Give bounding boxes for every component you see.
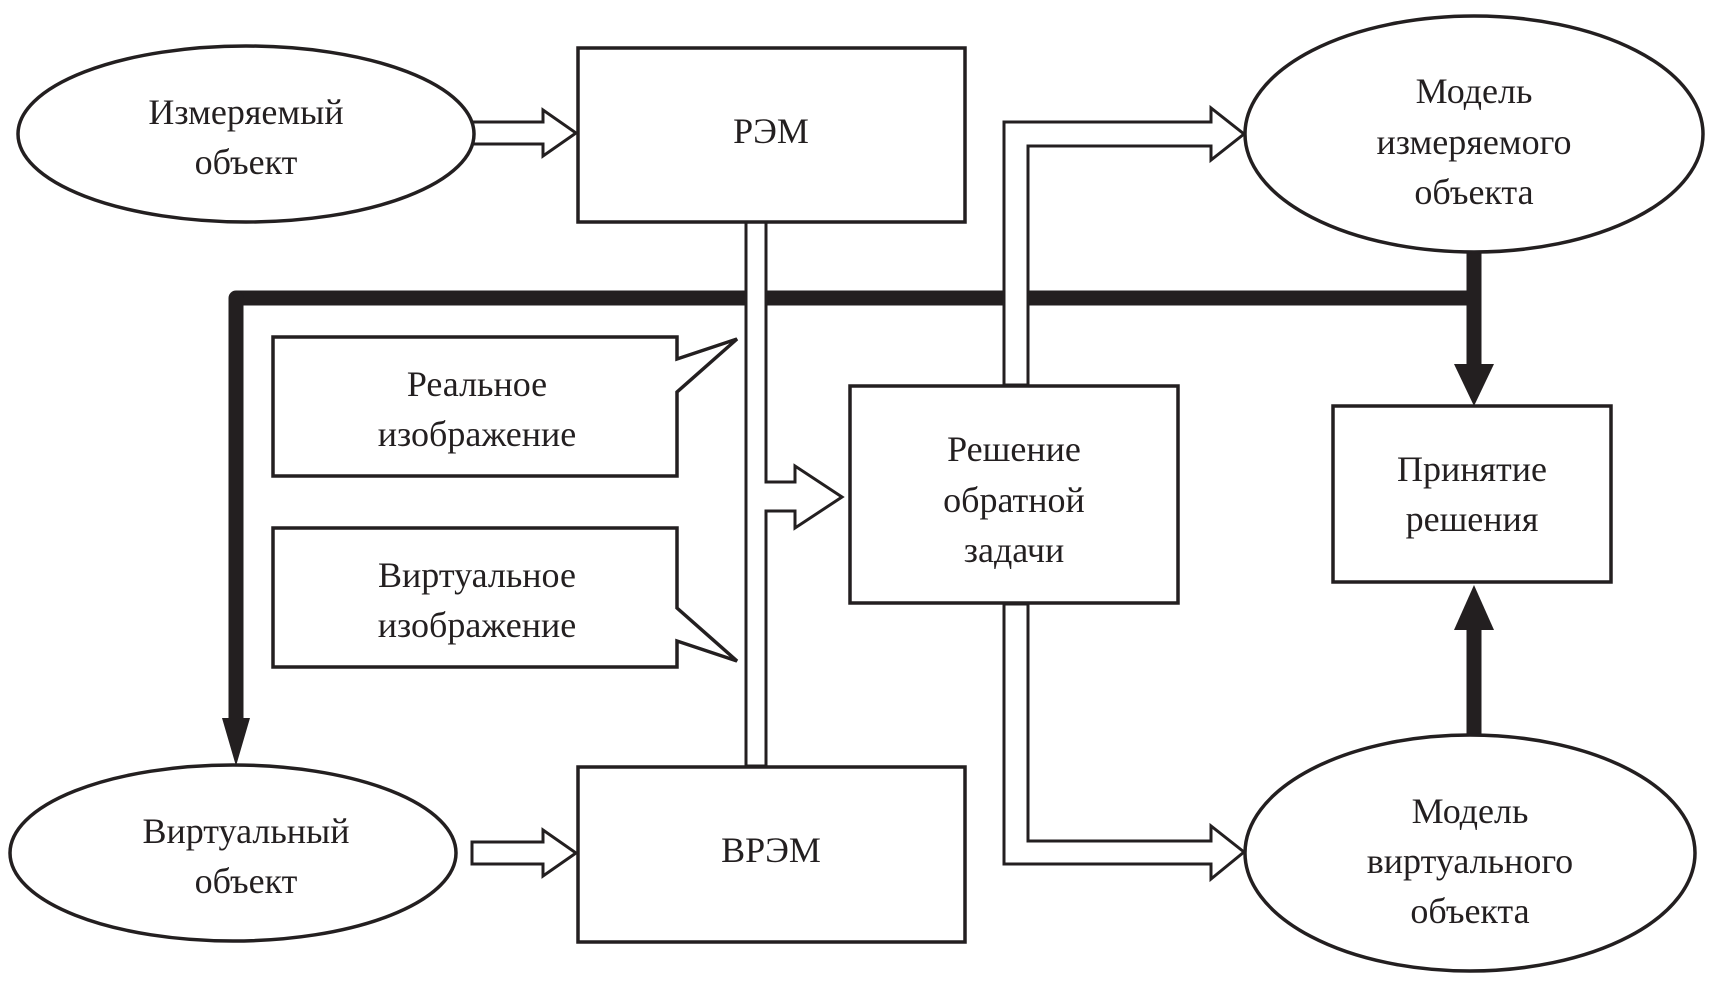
callout-real-image-line2: изображение	[378, 414, 576, 454]
hollow-arrow-object-to-sem	[470, 107, 579, 159]
node-measured-object-line2: объект	[195, 142, 298, 182]
hollow-arrow-inverse-to-model-measured	[1002, 104, 1247, 387]
node-virtual-object-line2: объект	[195, 861, 298, 901]
node-decision: Принятие решения	[1331, 404, 1613, 584]
arrowhead-down-virtual-object	[222, 718, 250, 766]
node-inverse-problem: Решение обратной задачи	[848, 384, 1180, 605]
hollow-arrow-inverse-to-model-virtual	[1002, 602, 1247, 883]
arrowhead-down-decision	[1454, 364, 1494, 406]
node-vsem-label: ВРЭМ	[721, 830, 821, 870]
callout-real-image-line1: Реальное	[407, 364, 547, 404]
callout-virtual-image: Виртуальное изображение	[271, 526, 739, 669]
thick-connector-bus	[222, 252, 1494, 766]
node-decision-line2: решения	[1406, 499, 1539, 539]
arrowhead-up-decision	[1454, 585, 1494, 630]
node-vsem: ВРЭМ	[576, 765, 967, 944]
callout-real-image: Реальное изображение	[271, 335, 739, 478]
node-virtual-object-line1: Виртуальный	[143, 811, 350, 851]
node-inverse-problem-line3: задачи	[964, 530, 1064, 570]
hollow-arrow-virtual-object-to-vsem	[470, 827, 579, 879]
node-virtual-object: Виртуальный объект	[8, 763, 458, 943]
node-decision-line1: Принятие	[1397, 449, 1547, 489]
node-measured-object-line1: Измеряемый	[148, 92, 343, 132]
node-sem-label: РЭМ	[733, 111, 809, 151]
node-model-virtual-line1: Модель	[1412, 791, 1529, 831]
node-model-virtual-line2: виртуального	[1367, 841, 1573, 881]
callout-virtual-image-line1: Виртуальное	[378, 555, 576, 595]
node-inverse-problem-line2: обратной	[943, 480, 1085, 520]
node-model-virtual: Модель виртуального объекта	[1243, 733, 1697, 973]
node-measured-object: Измеряемый объект	[16, 44, 476, 224]
node-model-virtual-line3: объекта	[1410, 891, 1529, 931]
node-model-measured-line1: Модель	[1416, 71, 1533, 111]
callout-virtual-image-line2: изображение	[378, 605, 576, 645]
node-sem: РЭМ	[576, 46, 967, 224]
node-model-measured-line2: измеряемого	[1377, 122, 1572, 162]
node-inverse-problem-line1: Решение	[947, 429, 1081, 469]
node-model-measured-line3: объекта	[1414, 172, 1533, 212]
node-model-measured: Модель измеряемого объекта	[1243, 14, 1705, 254]
